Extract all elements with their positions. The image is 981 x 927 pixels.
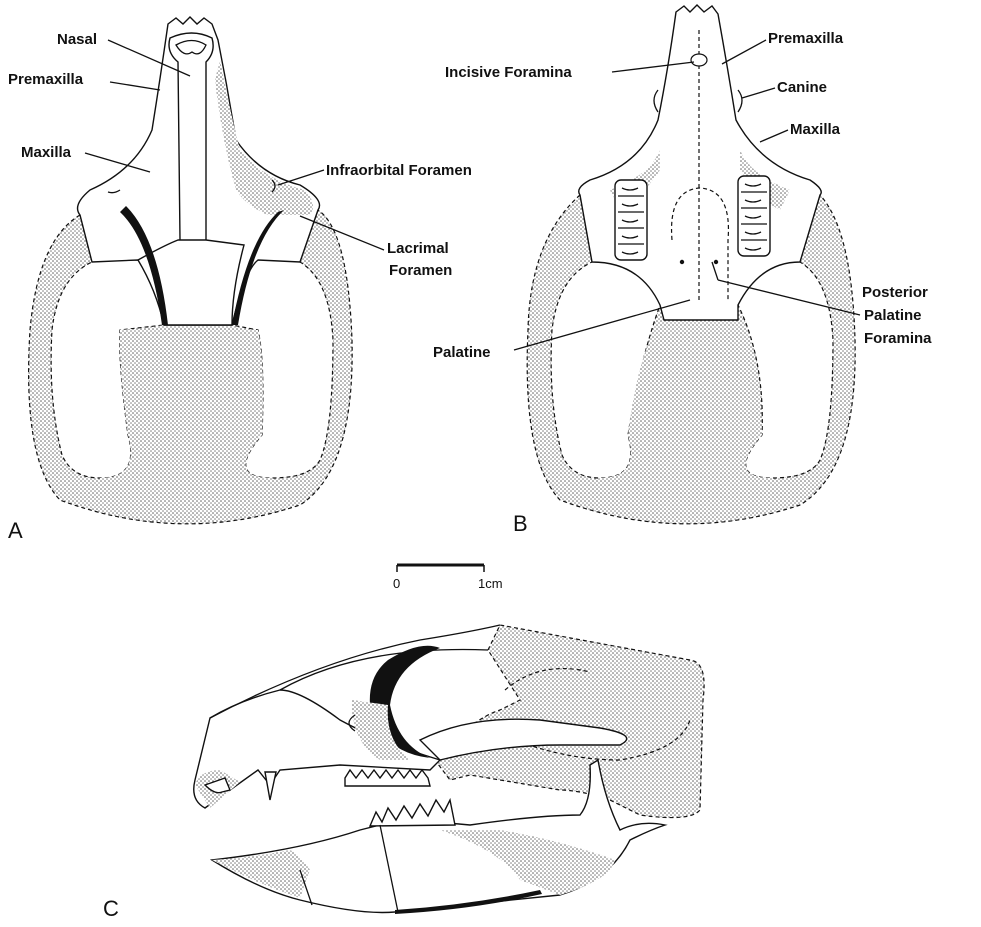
panel-c-lateral-skull — [194, 625, 704, 914]
scale-bar-one-cm: 1cm — [478, 576, 503, 591]
a-label-lacrimal: Lacrimal — [387, 240, 449, 257]
c-cranium — [435, 625, 704, 818]
b-leader-canine — [742, 88, 775, 98]
b-snout — [579, 5, 822, 320]
scale-bar-zero: 0 — [393, 576, 400, 591]
scale-bar: 0 1cm — [393, 565, 503, 591]
b-leader-premaxilla — [722, 40, 766, 64]
c-upper-toothrow — [345, 770, 430, 786]
a-leader-infraorbital — [278, 170, 324, 185]
b-braincase — [590, 320, 800, 515]
b-label-posterior-foramina: Foramina — [864, 330, 932, 347]
c-lower-toothrow — [370, 800, 455, 826]
b-posterior-palatine-foramen-right — [714, 260, 718, 264]
a-label-premaxilla: Premaxilla — [8, 71, 84, 88]
b-label-incisive-foramina: Incisive Foramina — [445, 64, 572, 81]
b-posterior-palatine-foramen-left — [680, 260, 684, 264]
panel-letter-c: C — [103, 896, 119, 921]
a-label-nasal: Nasal — [57, 31, 97, 48]
panel-b-ventral-skull: Incisive Foramina Premaxilla Canine Maxi… — [433, 5, 932, 524]
a-label-infraorbital-foramen: Infraorbital Foramen — [326, 162, 472, 179]
b-label-posterior: Posterior — [862, 284, 928, 301]
a-leader-premaxilla — [110, 82, 160, 90]
a-braincase — [90, 325, 300, 515]
b-label-maxilla: Maxilla — [790, 121, 841, 138]
a-frontal — [138, 240, 244, 325]
c-mandible-anterior — [212, 850, 310, 898]
b-canine-right — [738, 90, 742, 112]
a-label-maxilla: Maxilla — [21, 144, 72, 161]
b-left-toothrow — [615, 180, 647, 260]
b-canine-left — [654, 90, 658, 112]
b-leader-maxilla — [760, 130, 788, 142]
b-label-premaxilla: Premaxilla — [768, 30, 844, 47]
b-label-posterior-palatine: Palatine — [864, 307, 922, 324]
b-label-palatine: Palatine — [433, 344, 491, 361]
panel-letter-b: B — [513, 511, 528, 536]
panel-letter-a: A — [8, 518, 23, 543]
b-label-canine: Canine — [777, 79, 827, 96]
b-incisive-foramina-mark — [691, 54, 707, 66]
panel-a-dorsal-skull: Nasal Premaxilla Maxilla Infraorbital Fo… — [8, 17, 472, 524]
b-right-toothrow — [738, 176, 770, 256]
a-label-lacrimal-foramen: Foramen — [389, 262, 452, 279]
c-upper-canine — [265, 772, 276, 800]
